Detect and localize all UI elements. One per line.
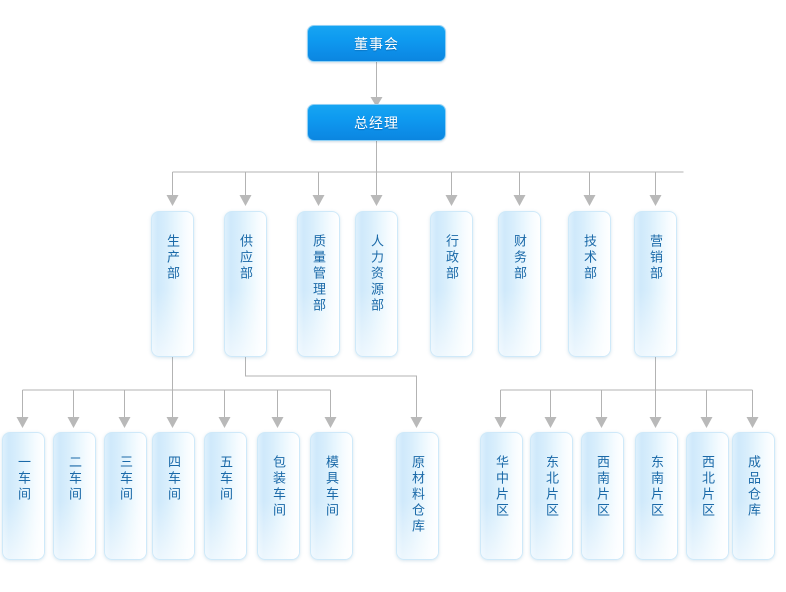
node-unit-workshop-1-label: 一车间 (16, 455, 31, 503)
node-board[interactable]: 董事会 (307, 25, 446, 62)
node-dept-finance[interactable]: 财务部 (498, 211, 541, 357)
node-region-southwest[interactable]: 西南片区 (581, 432, 624, 560)
node-unit-workshop-4[interactable]: 四车间 (152, 432, 195, 560)
node-dept-production-label: 生产部 (165, 234, 180, 282)
node-dept-supply[interactable]: 供应部 (224, 211, 267, 357)
node-dept-admin[interactable]: 行政部 (430, 211, 473, 357)
node-unit-mold-label: 模具车间 (324, 455, 339, 519)
arrowhead-unit-workshop-4 (166, 417, 179, 428)
arrowhead-region-central-china (494, 417, 507, 428)
node-region-central-china-label: 华中片区 (494, 455, 509, 519)
node-unit-workshop-5[interactable]: 五车间 (204, 432, 247, 560)
node-unit-finished-warehouse[interactable]: 成品仓库 (732, 432, 775, 560)
node-dept-marketing[interactable]: 营销部 (634, 211, 677, 357)
arrowhead-unit-finished-warehouse (746, 417, 759, 428)
arrowhead-unit-workshop-1 (16, 417, 29, 428)
node-unit-raw-warehouse-label: 原材料仓库 (410, 455, 425, 535)
node-unit-mold[interactable]: 模具车间 (310, 432, 353, 560)
arrowhead-region-southeast (649, 417, 662, 428)
arrowhead-unit-workshop-5 (218, 417, 231, 428)
node-dept-marketing-label: 营销部 (648, 234, 663, 282)
arrowhead-dept-hr (370, 195, 383, 206)
arrowhead-region-northwest (700, 417, 713, 428)
node-general-manager[interactable]: 总经理 (307, 104, 446, 141)
arrowhead-unit-raw-warehouse (410, 417, 423, 428)
node-unit-workshop-3-label: 三车间 (118, 455, 133, 503)
node-unit-workshop-2[interactable]: 二车间 (53, 432, 96, 560)
node-unit-workshop-1[interactable]: 一车间 (2, 432, 45, 560)
node-region-southeast[interactable]: 东南片区 (635, 432, 678, 560)
node-dept-quality-label: 质量管理部 (311, 234, 326, 314)
arrowhead-unit-mold (324, 417, 337, 428)
node-dept-finance-label: 财务部 (512, 234, 527, 282)
node-region-northeast-label: 东北片区 (544, 455, 559, 519)
node-unit-packaging-label: 包装车间 (271, 455, 286, 519)
arrowhead-unit-packaging (271, 417, 284, 428)
node-dept-supply-label: 供应部 (238, 234, 253, 282)
arrowhead-region-northeast (544, 417, 557, 428)
node-unit-raw-warehouse[interactable]: 原材料仓库 (396, 432, 439, 560)
node-unit-finished-warehouse-label: 成品仓库 (746, 455, 761, 519)
node-unit-workshop-3[interactable]: 三车间 (104, 432, 147, 560)
node-dept-technology[interactable]: 技术部 (568, 211, 611, 357)
arrowhead-region-southwest (595, 417, 608, 428)
node-dept-hr-label: 人力资源部 (369, 234, 384, 314)
node-dept-technology-label: 技术部 (582, 234, 597, 282)
arrowhead-unit-workshop-2 (67, 417, 80, 428)
arrowhead-unit-workshop-3 (118, 417, 131, 428)
arrowhead-dept-finance (513, 195, 526, 206)
node-unit-workshop-5-label: 五车间 (218, 455, 233, 503)
arrowhead-gm (370, 97, 383, 107)
arrowhead-dept-marketing (649, 195, 662, 206)
node-unit-workshop-4-label: 四车间 (166, 455, 181, 503)
node-dept-quality[interactable]: 质量管理部 (297, 211, 340, 357)
node-region-southeast-label: 东南片区 (649, 455, 664, 519)
node-region-northeast[interactable]: 东北片区 (530, 432, 573, 560)
node-region-northwest-label: 西北片区 (700, 455, 715, 519)
node-dept-production[interactable]: 生产部 (151, 211, 194, 357)
arrowhead-dept-admin (445, 195, 458, 206)
node-region-central-china[interactable]: 华中片区 (480, 432, 523, 560)
node-board-label: 董事会 (354, 35, 399, 52)
arrowhead-dept-quality (312, 195, 325, 206)
node-region-northwest[interactable]: 西北片区 (686, 432, 729, 560)
node-dept-hr[interactable]: 人力资源部 (355, 211, 398, 357)
arrowhead-dept-technology (583, 195, 596, 206)
connector-supply-to-raw-warehouse (244, 357, 418, 418)
node-dept-admin-label: 行政部 (444, 234, 459, 282)
node-general-manager-label: 总经理 (354, 114, 399, 131)
arrowhead-dept-production (166, 195, 179, 206)
arrowhead-dept-supply (239, 195, 252, 206)
node-unit-packaging[interactable]: 包装车间 (257, 432, 300, 560)
node-unit-workshop-2-label: 二车间 (67, 455, 82, 503)
node-region-southwest-label: 西南片区 (595, 455, 610, 519)
